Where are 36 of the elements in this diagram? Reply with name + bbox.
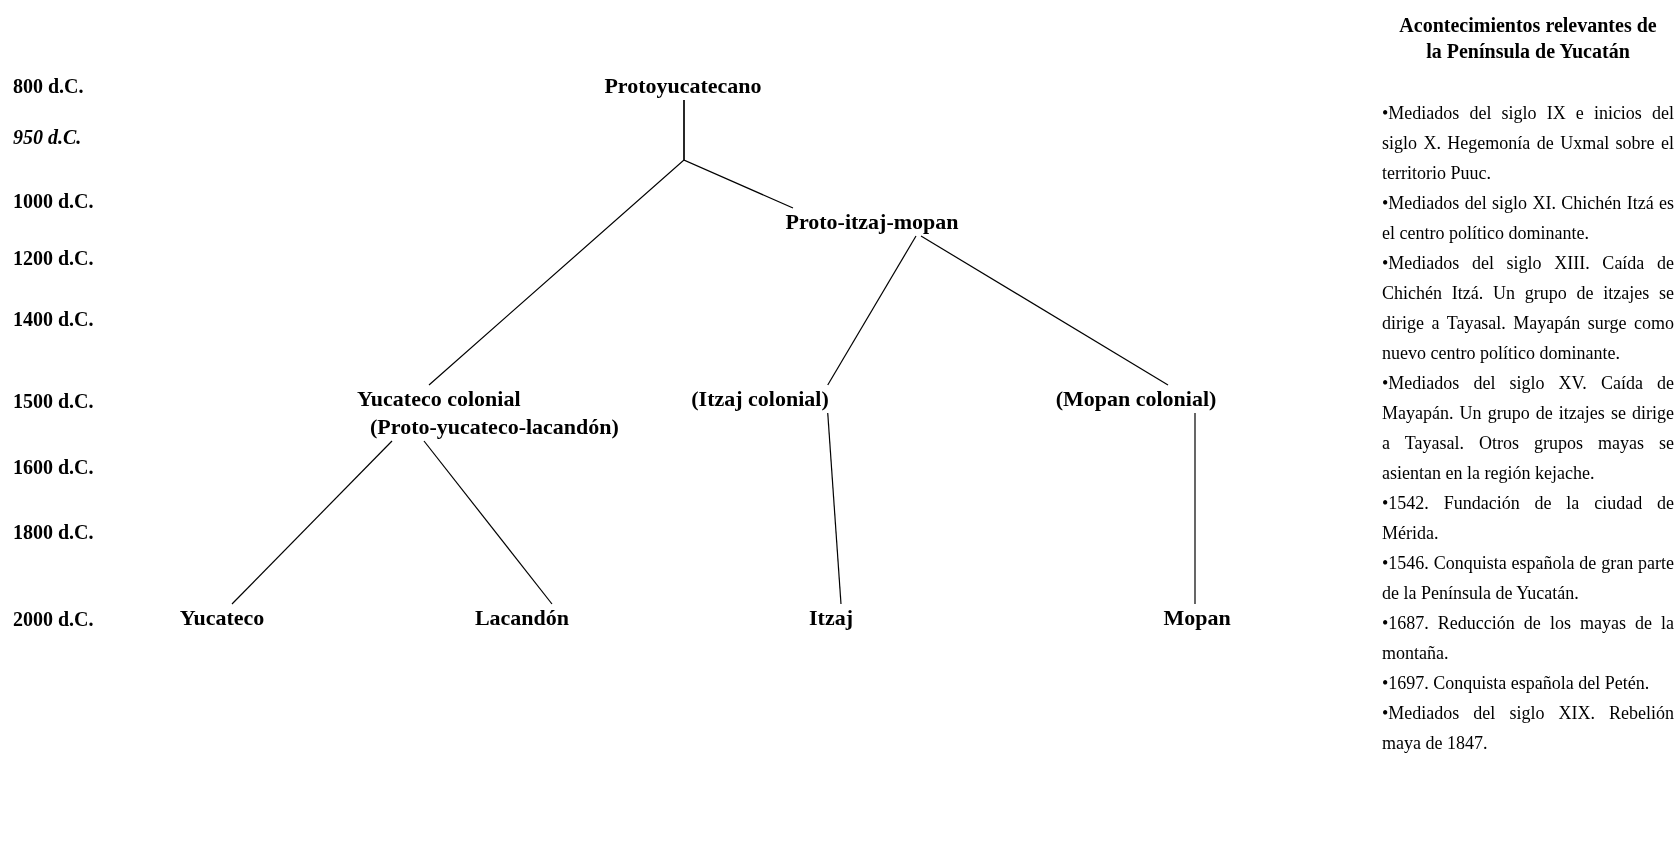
connector-line [827, 235, 917, 386]
event-paragraph: •Mediados del siglo XIII. Caída de Chichén Itzá. Un grupo de itzajes se dirige a Tayasal. Mayapán surge como nuevo centro político dominante. [1382, 252, 1674, 365]
year-label: 1000 d.C. [13, 189, 94, 214]
year-label: 1800 d.C. [13, 520, 94, 545]
connector-line [920, 235, 1169, 386]
connector-line [423, 440, 553, 605]
connector-line [683, 99, 794, 209]
language-label: Mopan [1163, 604, 1231, 632]
event-paragraph: •1687. Reducción de los mayas de la montaña. [1382, 612, 1674, 665]
event-paragraph: •1697. Conquista española del Petén. [1382, 672, 1651, 695]
event-paragraph: •1542. Fundación de la ciudad de Mérida. [1382, 492, 1674, 545]
language-label: (Itzaj colonial) [691, 385, 829, 413]
event-paragraph: •Mediados del siglo XV. Caída de Mayapán. Un grupo de itzajes se dirige a Tayasal. Otros grupos mayas se asientan en la región kejache. [1382, 372, 1674, 485]
year-label: 1500 d.C. [13, 389, 94, 414]
language-label: Itzaj [809, 604, 853, 632]
event-paragraph: •Mediados del siglo XIX. Rebelión maya de 1847. [1382, 702, 1674, 755]
year-label: 1400 d.C. [13, 307, 94, 332]
event-paragraph: •Mediados del siglo IX e inicios del siglo X. Hegemonía de Uxmal sobre el territorio Puuc. [1382, 102, 1674, 185]
language-label: Yucateco colonial [357, 385, 522, 413]
year-label: 950 d.C. [13, 125, 82, 150]
connector-line [231, 440, 393, 605]
language-label: (Proto-yucateco-lacandón) [369, 413, 619, 441]
event-paragraph: •1546. Conquista española de gran parte de la Península de Yucatán. [1382, 552, 1674, 605]
connector-line [827, 412, 842, 605]
language-label: Yucateco [179, 604, 265, 632]
language-label: Lacandón [474, 604, 570, 632]
language-label: Protoyucatecano [604, 72, 762, 100]
year-label: 1600 d.C. [13, 455, 94, 480]
language-label: Proto-itzaj-mopan [785, 208, 959, 236]
year-label: 1200 d.C. [13, 246, 94, 271]
panel-heading: Acontecimientos relevantes de la Península de Yucatán [1398, 13, 1658, 64]
year-label: 800 d.C. [13, 74, 84, 99]
year-label: 2000 d.C. [13, 607, 94, 632]
event-paragraph: •Mediados del siglo XI. Chichén Itzá es el centro político dominante. [1382, 192, 1674, 245]
connector-line [1194, 412, 1196, 605]
language-label: (Mopan colonial) [1055, 385, 1217, 413]
